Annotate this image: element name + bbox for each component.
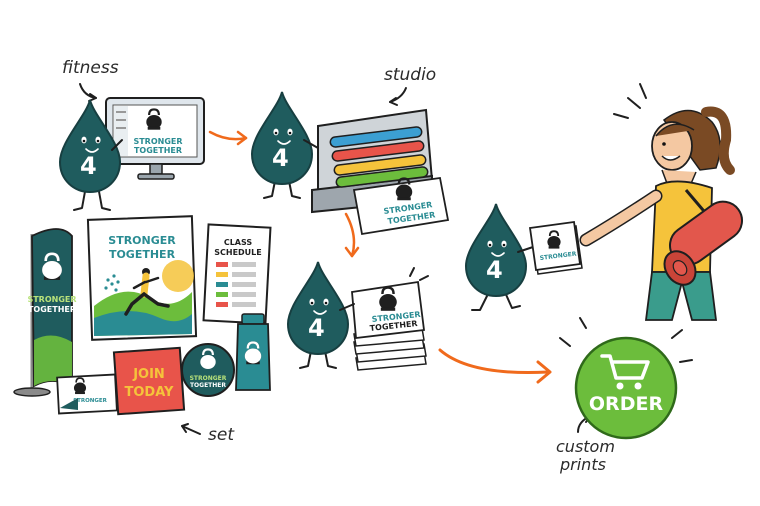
mascot-designer: 4 xyxy=(59,99,123,211)
mascot-number: 4 xyxy=(80,152,97,180)
join-line-1: JOIN xyxy=(132,367,165,382)
arrow-icon xyxy=(208,130,248,141)
card-slogan: STRONGER xyxy=(73,398,107,404)
runner-figure xyxy=(124,268,170,316)
order-button[interactable]: ORDER xyxy=(559,317,693,440)
yoga-mat xyxy=(663,200,743,286)
flag-slogan-1: STRONGER xyxy=(27,295,76,304)
arrow-icon xyxy=(181,425,201,435)
arrowhead-icon xyxy=(344,246,360,258)
arrowhead-icon xyxy=(536,360,552,384)
monitor: STRONGER TOGETHER xyxy=(105,97,205,180)
arrowhead-icon xyxy=(181,423,189,433)
arrowhead-icon xyxy=(236,130,248,146)
join-line-2: TODAY xyxy=(125,385,175,400)
label-fitness: fitness xyxy=(62,58,119,78)
arrowhead-icon xyxy=(389,97,398,106)
mascot-number: 4 xyxy=(308,314,325,342)
sticker-slogan-2: TOGETHER xyxy=(190,382,226,389)
poster-slogan-1: STRONGER xyxy=(108,234,176,247)
arrow-icon xyxy=(438,348,550,374)
label-set: set xyxy=(208,425,235,445)
schedule-title-2: SCHEDULE xyxy=(214,248,262,257)
handed-prints: STRONGER xyxy=(528,220,583,275)
customer-woman xyxy=(579,83,743,321)
mascot-printer: 4 xyxy=(251,91,319,199)
join-today-card: JOIN TODAY xyxy=(112,346,186,416)
monitor-slogan-2: TOGETHER xyxy=(134,146,182,155)
shopping-cart-icon xyxy=(600,354,650,390)
flag-banner: STRONGER TOGETHER xyxy=(13,228,77,397)
mascot-number: 4 xyxy=(272,144,289,172)
arrow-icon xyxy=(344,212,356,258)
label-custom: custom xyxy=(556,437,615,456)
label-studio: studio xyxy=(384,65,436,85)
class-schedule-poster: CLASS SCHEDULE xyxy=(202,223,272,325)
mascot-delivery: 4 xyxy=(465,203,537,311)
mascot-number: 4 xyxy=(486,256,503,284)
business-card: STRONGER xyxy=(56,373,118,415)
print-stack: STRONGER TOGETHER xyxy=(351,267,429,371)
sticker-slogan-1: STRONGER xyxy=(190,375,227,382)
poster-slogan-2: TOGETHER xyxy=(109,248,176,261)
label-prints: prints xyxy=(559,455,606,474)
mascot-stacker: 4 xyxy=(287,261,355,369)
flag-slogan-2: TOGETHER xyxy=(28,305,76,314)
monitor-slogan-1: STRONGER xyxy=(133,137,182,146)
poster-stronger-together: STRONGER TOGETHER xyxy=(86,215,198,341)
order-label: ORDER xyxy=(589,393,664,415)
schedule-title-1: CLASS xyxy=(224,238,253,247)
printer: STRONGER TOGETHER xyxy=(311,108,450,236)
arrowhead-icon xyxy=(88,93,97,102)
water-bottle xyxy=(235,313,271,391)
handed-slogan: STRONGER xyxy=(539,251,577,262)
kettlebell-sticker: STRONGER TOGETHER xyxy=(181,343,235,397)
